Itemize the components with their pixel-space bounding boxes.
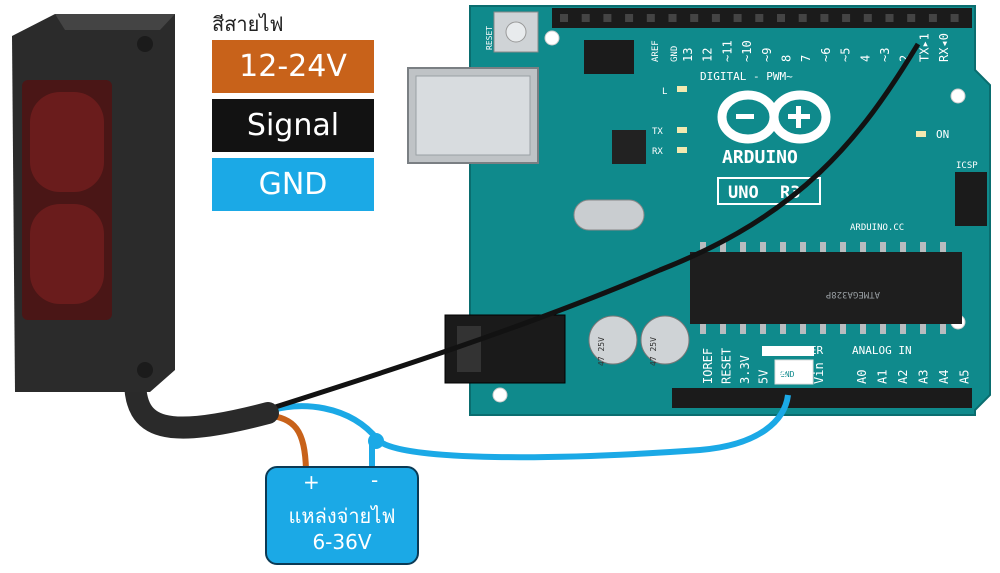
legend-item-signal: Signal	[212, 99, 374, 152]
reset-label: RESET	[485, 26, 494, 50]
legend-title: สีสายไฟ	[212, 12, 284, 36]
capacitor-1	[588, 315, 638, 365]
header-pin-hole	[603, 14, 612, 22]
power-supply-box: + - แหล่งจ่ายไฟ 6-36V	[265, 466, 419, 565]
board-model-uno: UNO	[728, 183, 759, 203]
power-pin-label: GND	[794, 362, 808, 384]
header-pin-hole	[885, 14, 894, 22]
analog-pin-label: A2	[896, 370, 910, 384]
power-pin-label: RESET	[720, 348, 734, 384]
psu-plus-terminal: +	[303, 470, 320, 494]
psu-minus-terminal: -	[371, 468, 379, 492]
analog-pin-label: A5	[958, 370, 972, 384]
arduino-logo	[717, 90, 831, 144]
power-label: POWER	[790, 344, 823, 357]
analog-pin-label: A0	[855, 370, 869, 384]
header-pin-hole	[820, 14, 829, 22]
header-pin-hole	[777, 14, 785, 22]
digital-pin-label: 4	[858, 55, 872, 62]
power-pin-label: IOREF	[701, 348, 715, 384]
digital-pwm-label: DIGITAL - PWM~	[700, 70, 793, 83]
psu-voltage-range: 6-36V	[312, 530, 372, 554]
analog-pin-label: A1	[876, 370, 890, 384]
capacitor-2	[640, 315, 690, 365]
analog-in-label: ANALOG IN	[852, 344, 912, 357]
on-led-label: ON	[936, 128, 949, 141]
header-pin-hole	[625, 14, 634, 22]
wire-junction	[368, 433, 384, 449]
gnd-bottom-label: GND	[780, 370, 795, 379]
header-pin-hole	[907, 14, 916, 22]
led-tx-label: TX	[652, 127, 663, 137]
header-pin-hole	[646, 14, 655, 22]
header-pin-hole	[798, 14, 807, 22]
digital-pin-label: 8	[780, 55, 794, 62]
legend-item-12-24v: 12-24V	[212, 40, 374, 93]
icsp-label: ICSP	[956, 161, 978, 171]
board-website: ARDUINO.CC	[850, 223, 904, 233]
digital-pin-label: 7	[799, 55, 813, 62]
chip-text: ATMEGA328P	[825, 289, 880, 299]
digital-pin-label: 12	[701, 48, 715, 62]
header-pin-hole	[733, 14, 742, 22]
capacitor-1-text: 47 25V	[597, 337, 606, 366]
digital-pin-label: 13	[681, 48, 695, 62]
legend-item-gnd: GND	[212, 158, 374, 211]
digital-pin-label: ~5	[839, 48, 853, 62]
power-pin-label: 3.3V	[738, 355, 752, 384]
crystal	[573, 199, 645, 231]
header-pin-hole	[863, 14, 872, 22]
digital-pin-label: 2	[898, 55, 912, 62]
led-rx-label: RX	[652, 147, 663, 157]
header-pin-hole	[755, 14, 764, 22]
header-pin-hole	[950, 14, 959, 22]
power-pin-label: Vin	[812, 362, 826, 384]
analog-pin-label: A3	[917, 370, 931, 384]
wire-signal-black	[265, 42, 921, 413]
power-pin-label: 5V	[757, 370, 771, 384]
photoelectric-sensor	[12, 14, 279, 439]
digital-pin-label: ~9	[760, 48, 774, 62]
board-model-r3: R3	[780, 183, 800, 203]
arduino-logo-text: ARDUINO	[722, 147, 798, 168]
power-analog-header	[672, 388, 972, 408]
header-pin-hole	[581, 14, 590, 22]
digital-pin-label: ~3	[878, 48, 892, 62]
arduino-board: ARDUINO UNO R3 ARDUINO.CC DIGITAL - PWM~…	[407, 5, 991, 416]
gnd-top-label: GND	[670, 46, 680, 62]
header-pin-hole	[560, 14, 568, 22]
digital-pin-label: ~6	[819, 48, 833, 62]
atmega-chip	[690, 252, 962, 324]
analog-pin-label: A4	[937, 370, 951, 384]
sensor-cable	[124, 369, 279, 439]
header-pin-hole	[668, 14, 677, 22]
digital-pin-label: ~11	[720, 40, 734, 62]
power-pin-label: GND	[775, 362, 789, 384]
digital-pin-label: ~10	[740, 40, 754, 62]
capacitor-2-text: 47 25V	[649, 337, 658, 366]
digital-pin-label: TX▸1	[917, 33, 931, 62]
aref-label: AREF	[651, 40, 661, 62]
header-pin-hole	[928, 14, 937, 22]
header-pin-hole	[690, 14, 699, 22]
led-l-label: L	[662, 87, 667, 97]
header-pin-hole	[842, 14, 851, 22]
wire-12-24v-brown	[265, 412, 309, 471]
digital-pin-label: RX◂0	[937, 33, 951, 62]
header-pin-hole	[711, 14, 720, 22]
psu-title: แหล่งจ่ายไฟ	[288, 504, 396, 528]
wire-gnd-blue	[265, 394, 791, 461]
